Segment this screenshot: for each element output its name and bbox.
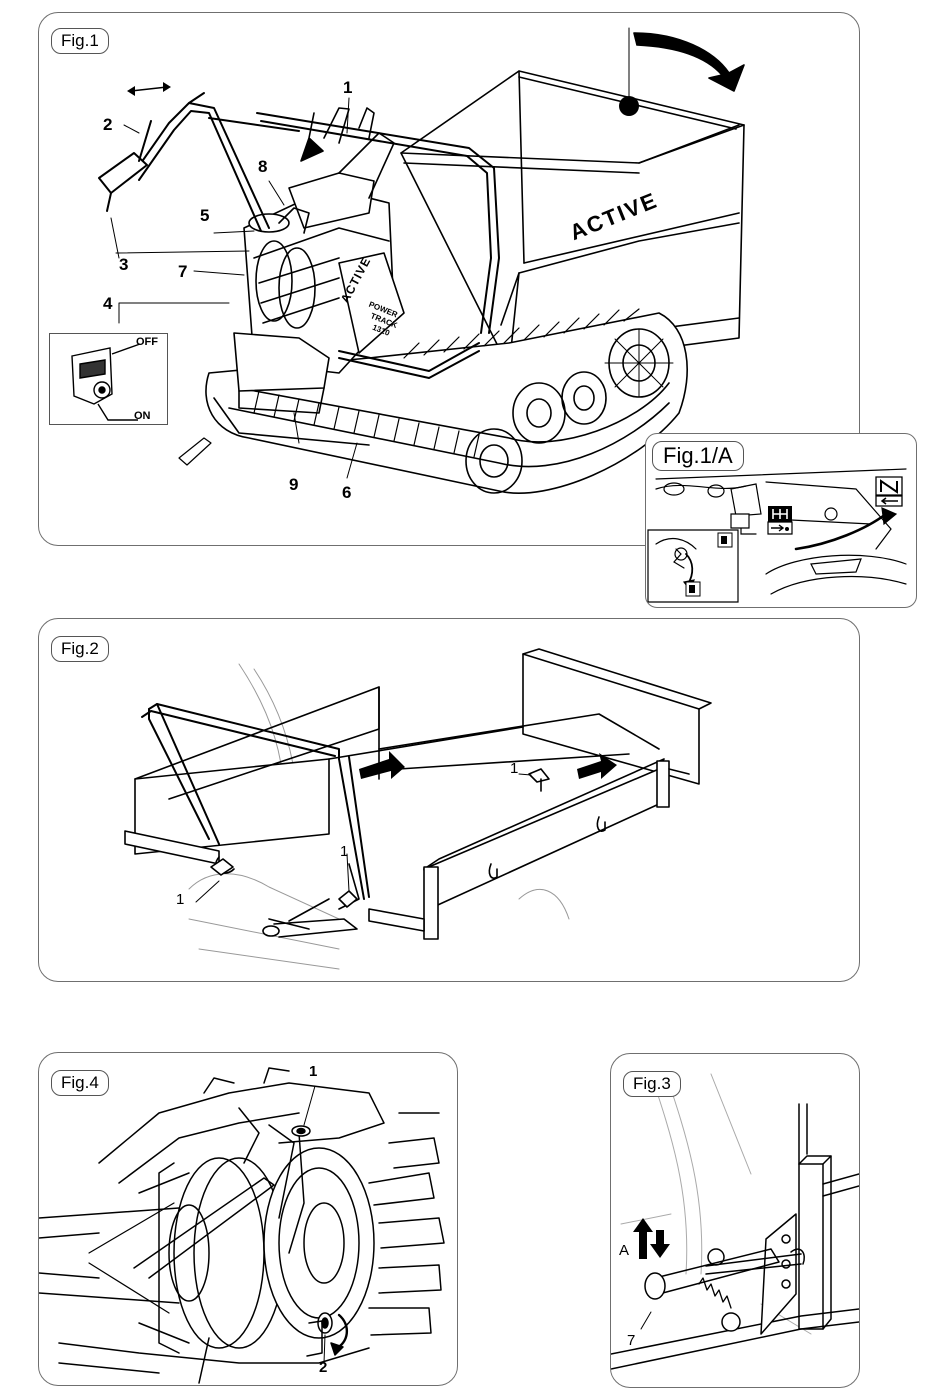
fig1-label: Fig.1 bbox=[51, 28, 109, 54]
fig1a-inset: Fig.1/A bbox=[645, 433, 917, 608]
switch-off-label: OFF bbox=[136, 336, 158, 348]
fig4-label: Fig.4 bbox=[51, 1070, 109, 1096]
fig2-panel: Fig.2 bbox=[38, 618, 860, 982]
fig3-callout-7: 7 bbox=[627, 1332, 635, 1349]
fig1-callout-3: 3 bbox=[119, 255, 128, 275]
fig2-drawing bbox=[39, 619, 859, 981]
switch-on-label: ON bbox=[134, 410, 151, 422]
fig1-callout-4: 4 bbox=[103, 294, 112, 314]
push-down-arrow bbox=[650, 1230, 670, 1258]
gear-symbol-icon bbox=[768, 506, 792, 534]
fig2-callout-1c: 1 bbox=[340, 843, 348, 860]
neutral-symbol-icon bbox=[876, 477, 902, 506]
fig1a-label: Fig.1/A bbox=[652, 441, 744, 471]
tipping-arrow bbox=[634, 33, 744, 91]
fig1-callout-1: 1 bbox=[343, 78, 352, 98]
fig2-callout-1b: 1 bbox=[176, 891, 184, 908]
fig4-panel: Fig.4 bbox=[38, 1052, 458, 1386]
fig3-drawing bbox=[611, 1054, 859, 1387]
fig1-callout-5: 5 bbox=[200, 206, 209, 226]
fig4-callout-1: 1 bbox=[309, 1063, 317, 1080]
fig1-callout-2: 2 bbox=[103, 115, 112, 135]
fig1-callout-8: 8 bbox=[258, 157, 267, 177]
fig3-label: Fig.3 bbox=[623, 1071, 681, 1097]
fig1-callout-7: 7 bbox=[178, 262, 187, 282]
pull-up-arrow bbox=[633, 1218, 653, 1259]
slide-left-arrow bbox=[359, 751, 405, 779]
fig3-callout-a: A bbox=[619, 1242, 629, 1259]
pivot-point bbox=[619, 96, 639, 116]
fig2-callout-1a: 1 bbox=[510, 760, 518, 777]
fig2-label: Fig.2 bbox=[51, 636, 109, 662]
fig1-callout-9: 9 bbox=[289, 475, 298, 495]
fig4-callout-2: 2 bbox=[319, 1359, 327, 1376]
ignition-switch-detail: OFF ON bbox=[49, 333, 168, 425]
fig1-callout-6: 6 bbox=[342, 483, 351, 503]
direction-arrow bbox=[131, 87, 167, 91]
fig4-drawing bbox=[39, 1053, 457, 1385]
fig3-panel: Fig.3 bbox=[610, 1053, 860, 1388]
